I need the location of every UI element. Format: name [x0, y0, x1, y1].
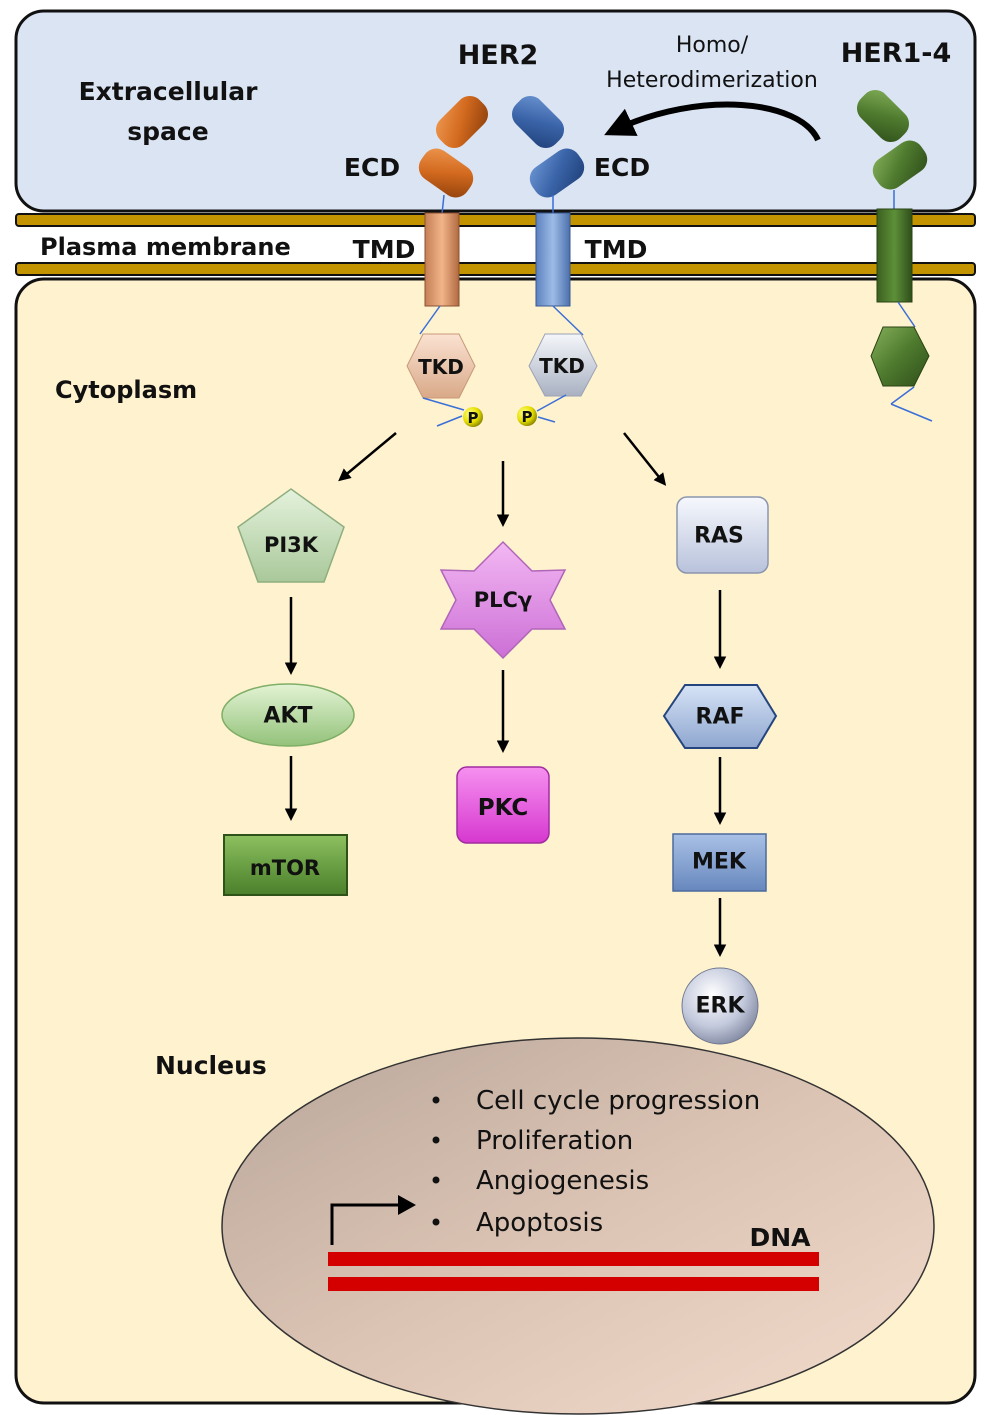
arrow-to-pi3k — [338, 432, 397, 482]
ecd-right-label: ECD — [594, 153, 650, 182]
mek-node — [672, 833, 767, 892]
ecd-green-domain-1 — [856, 89, 910, 143]
phosphate-left-label: P — [468, 409, 479, 427]
tkd-green-domain — [870, 326, 930, 387]
bullet — [432, 1176, 440, 1184]
tmd-left-label: TMD — [353, 235, 416, 264]
ras-label: RAS — [694, 524, 744, 549]
akt-label: AKT — [263, 704, 312, 729]
dimerization-label-2: Heterodimerization — [606, 68, 818, 93]
tkd-left-label: TKD — [418, 355, 464, 379]
dna-strand-bottom — [328, 1277, 819, 1291]
membrane-label: Plasma membrane — [40, 233, 291, 261]
outcome-item: Angiogenesis — [476, 1166, 649, 1196]
ecd-orange-domain-2 — [418, 148, 474, 198]
tkd-peach-domain — [406, 333, 476, 399]
linker — [419, 305, 441, 335]
outcome-item: Cell cycle progression — [476, 1086, 760, 1116]
her2-left-receptor: TKD P — [406, 95, 489, 427]
bullet — [432, 1096, 440, 1104]
linker — [890, 403, 933, 422]
dimerization-arrow — [604, 101, 821, 142]
linker — [536, 394, 567, 412]
transcription-start-arrow — [330, 1203, 398, 1245]
linker — [436, 415, 463, 427]
ecd-orange-domain-1 — [435, 95, 489, 149]
tkd-silver-domain — [528, 333, 598, 397]
her2-right-receptor: TKD P — [511, 95, 598, 426]
ecd-left-label: ECD — [344, 153, 400, 182]
linker — [897, 301, 916, 328]
ecd-green-domain-2 — [872, 140, 928, 190]
extracellular-label-2: space — [127, 117, 208, 146]
tmd-right-label: TMD — [585, 235, 648, 264]
erk-label: ERK — [695, 994, 745, 1019]
her2-label: HER2 — [458, 40, 539, 71]
phosphate-left — [463, 407, 483, 427]
bullet — [432, 1218, 440, 1226]
her14-label: HER1-4 — [841, 38, 952, 69]
arrow-to-ras — [623, 432, 667, 486]
cytoplasm-label: Cytoplasm — [55, 376, 197, 404]
tmd-orange — [424, 212, 460, 307]
outcome-list: Cell cycle progression Proliferation Ang… — [432, 1086, 760, 1238]
tmd-blue — [535, 212, 571, 307]
plcg-node — [439, 540, 567, 660]
pkc-label: PKC — [478, 795, 529, 821]
membrane-outer-leaflet — [15, 213, 976, 227]
linker — [552, 305, 584, 336]
linker — [890, 386, 915, 405]
raf-label: RAF — [696, 705, 745, 730]
outcome-item: Apoptosis — [476, 1208, 603, 1238]
extracellular-region — [14, 9, 977, 213]
ecd-blue-domain-1 — [511, 95, 565, 149]
extracellular-label: Extracellular — [79, 77, 259, 106]
linker — [441, 194, 445, 215]
mek-label: MEK — [692, 850, 747, 875]
bullet — [432, 1136, 440, 1144]
tmd-green — [876, 208, 913, 303]
raf-node — [662, 684, 778, 749]
transcription-arrow-head — [398, 1195, 416, 1215]
erk-node — [681, 967, 759, 1045]
phosphate-right-label: P — [522, 408, 533, 426]
outcome-item: Proliferation — [476, 1126, 633, 1156]
dna-strand-top — [328, 1252, 819, 1266]
nucleus-region — [221, 1037, 935, 1415]
mtor-node — [223, 834, 348, 896]
plcg-label: PLCγ — [474, 588, 533, 612]
signal-arrows — [284, 432, 727, 957]
phosphate-right — [517, 406, 537, 426]
dimerization-label-1: Homo/ — [676, 33, 749, 58]
linker — [537, 416, 556, 423]
akt-node — [221, 683, 355, 747]
pi3k-node — [237, 488, 345, 583]
pi3k-label: PI3K — [264, 533, 319, 557]
linker — [422, 397, 465, 411]
membrane-inner-leaflet — [15, 262, 976, 276]
dna-label: DNA — [749, 1223, 811, 1252]
ras-node — [676, 496, 769, 574]
her14-receptor — [856, 89, 933, 422]
pkc-node — [456, 766, 550, 844]
nucleus-label: Nucleus — [155, 1051, 267, 1080]
ecd-blue-domain-2 — [529, 148, 585, 198]
mtor-label: mTOR — [250, 856, 320, 880]
tkd-right-label: TKD — [539, 354, 585, 378]
